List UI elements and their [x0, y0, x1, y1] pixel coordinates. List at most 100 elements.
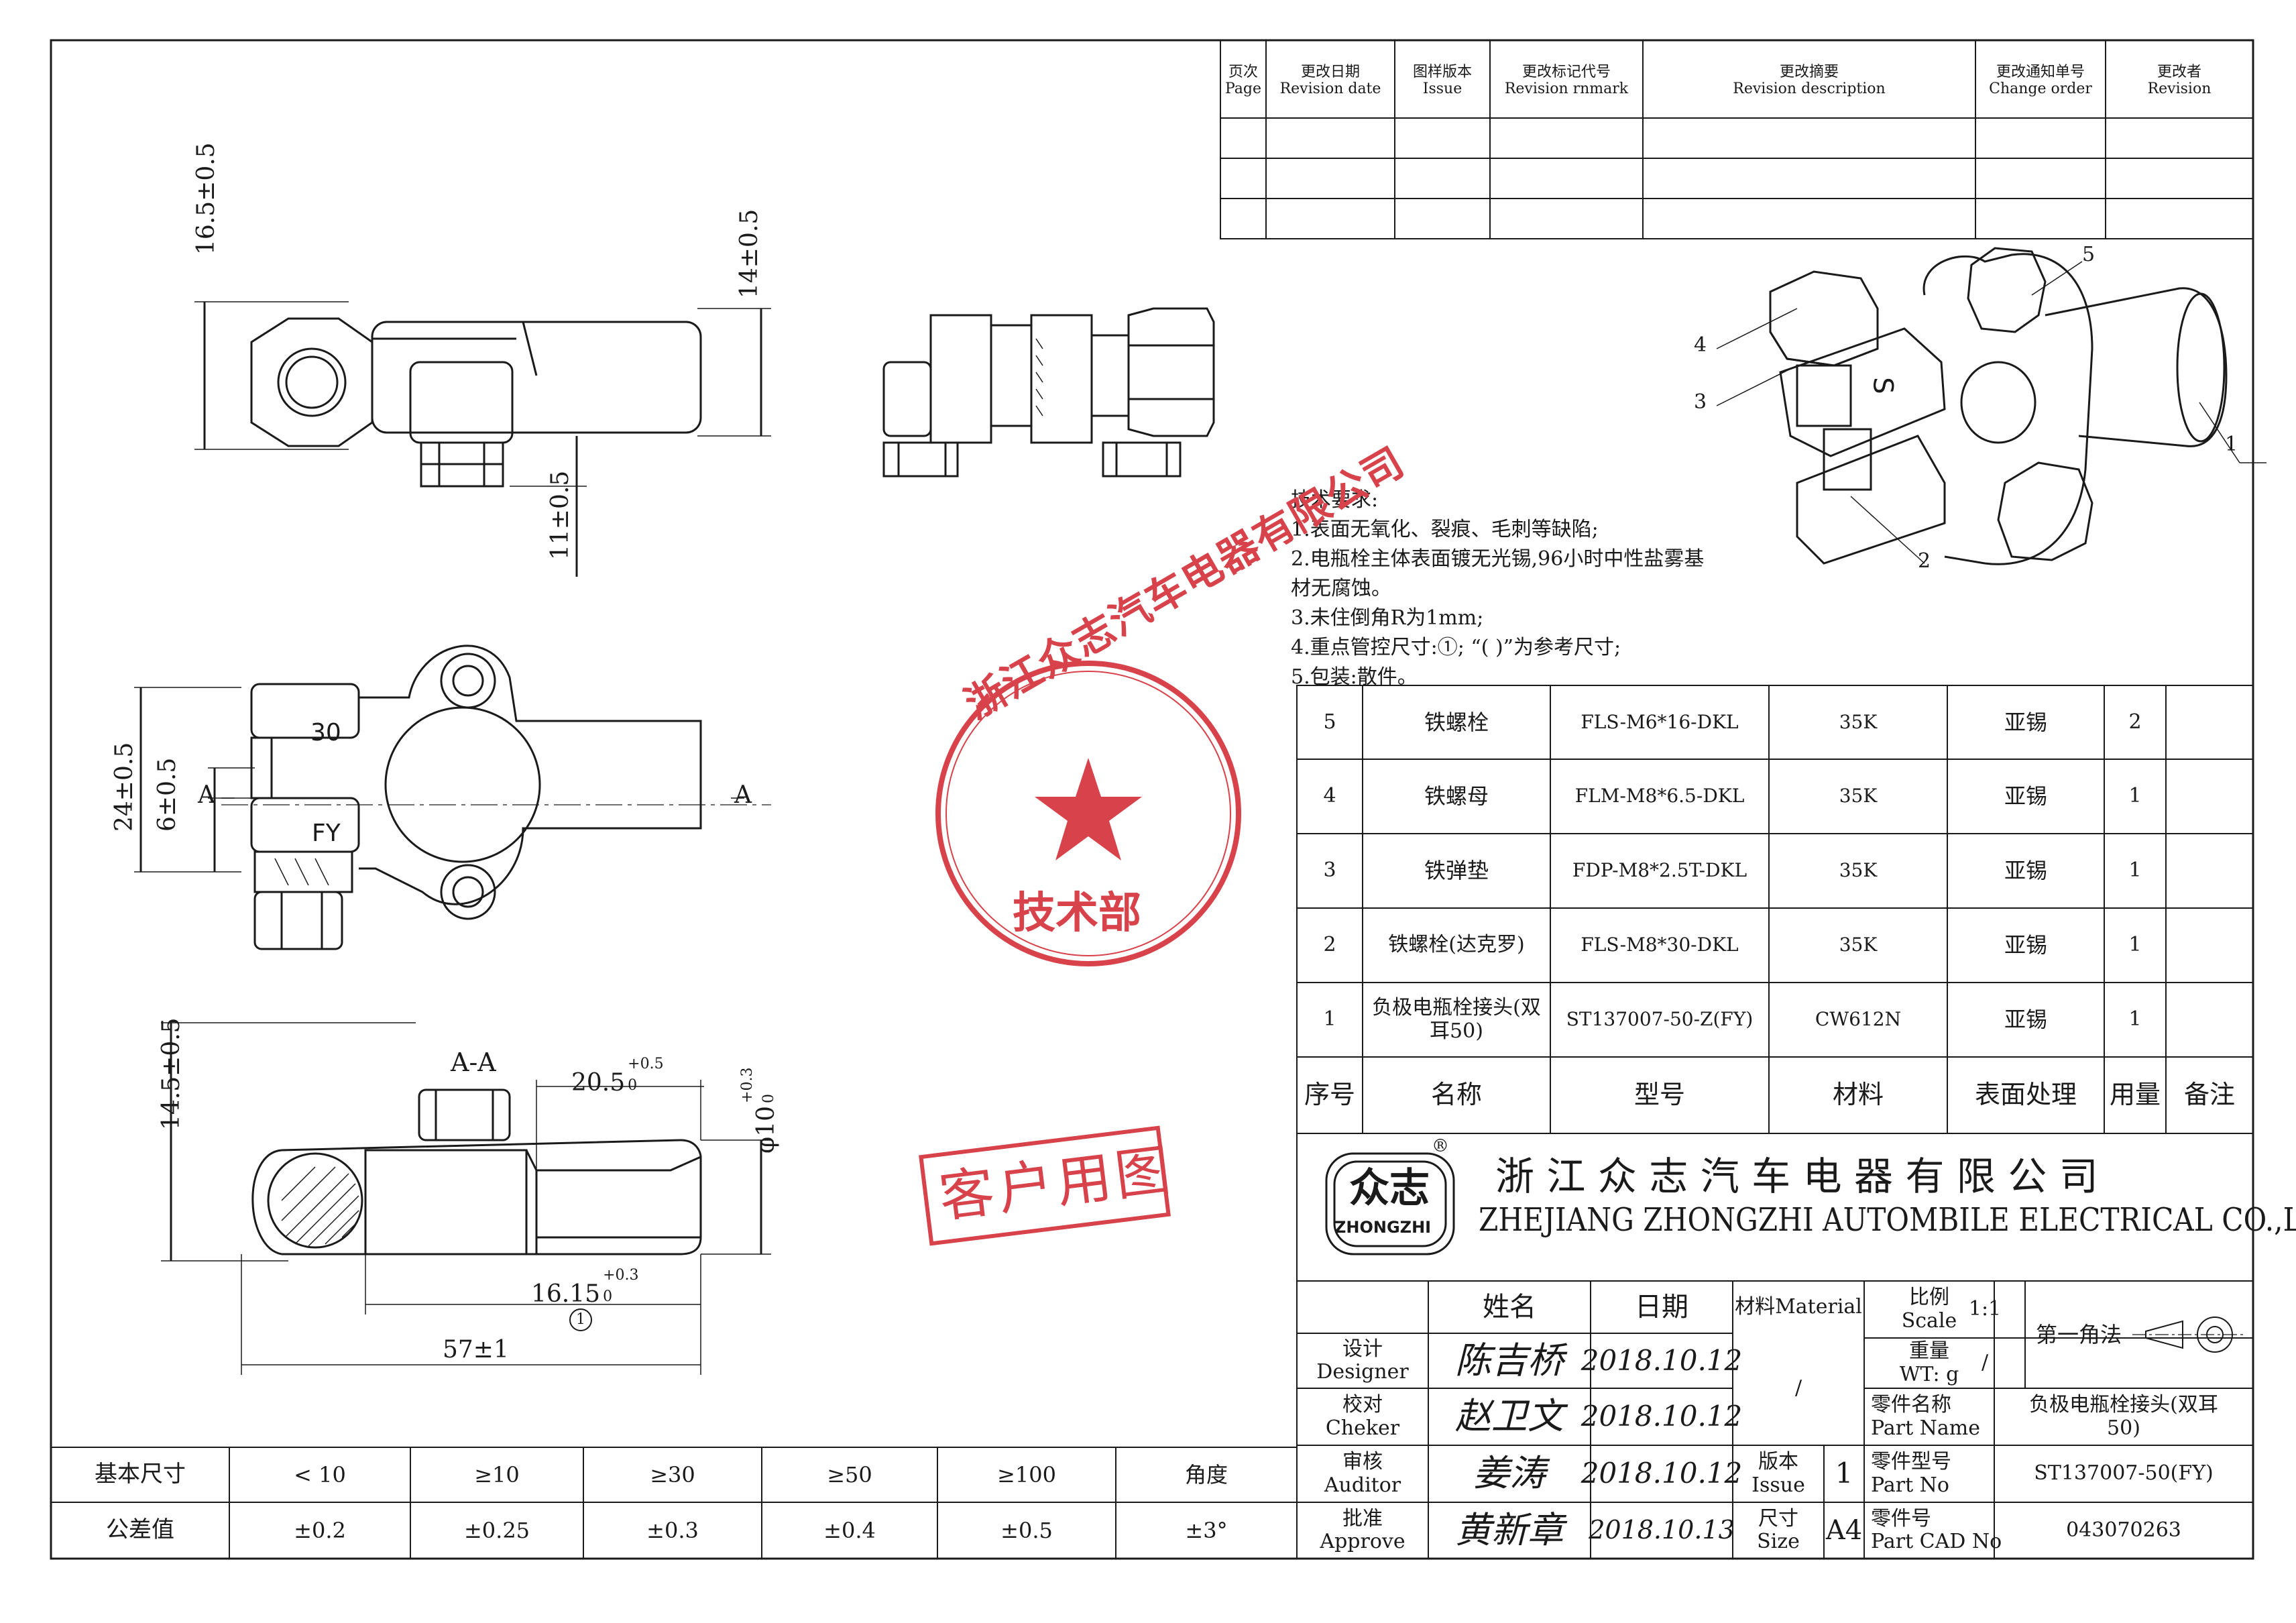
label-cn: 设计	[1342, 1337, 1383, 1361]
stamp-fy: FY	[312, 820, 341, 847]
company-name-en: ZHEJIANG ZHONGZHI AUTOMBILE ELECTRICAL C…	[1479, 1201, 2296, 1239]
material-label: 材料Material	[1735, 1294, 1862, 1319]
label-en: Auditor	[1324, 1473, 1401, 1497]
material-value: /	[1794, 1376, 1802, 1400]
bom-cell-no: 5	[1323, 710, 1336, 734]
rev-header-cn: 更改通知单号	[1996, 63, 2085, 80]
label-cn: 零件型号	[1871, 1450, 1951, 1473]
bom-cell-no: 2	[1323, 933, 1336, 957]
callout-4: 4	[1694, 333, 1707, 357]
tolerance-size: 角度	[1184, 1461, 1228, 1488]
dim-16-5: 16.5±0.5	[192, 142, 220, 255]
tolerance-value: ±0.4	[823, 1517, 876, 1543]
rev-header-cn: 更改标记代号	[1522, 63, 1611, 80]
label-cn: 重量	[1909, 1339, 1949, 1363]
approve-date: 2018.10.13	[1589, 1515, 1735, 1545]
bom-cell-material: CW612N	[1815, 1008, 1902, 1031]
tolerance-row1-label: 基本尺寸	[95, 1461, 186, 1488]
designer-date: 2018.10.12	[1581, 1343, 1743, 1377]
label-cn: 比例	[1909, 1286, 1949, 1309]
label-en: Designer	[1316, 1360, 1409, 1384]
bom-cell-note	[2166, 983, 2253, 1057]
label-en: WT: g	[1899, 1362, 1959, 1386]
bom-cell-model: FLS-M8*30-DKL	[1581, 934, 1739, 956]
tolerance-row2-label: 公差值	[106, 1516, 174, 1544]
stamp-s: S	[1867, 377, 1898, 394]
size-value: A4	[1825, 1515, 1863, 1546]
checker-name: 赵卫文	[1455, 1395, 1564, 1438]
tech-requirement-item: 3.未住倒角R为1mm;	[1291, 606, 1484, 630]
tolerance-value: ±0.5	[1000, 1517, 1053, 1543]
bom-cell-surface: 亚锡	[2004, 709, 2047, 735]
tech-requirement-item: 材无腐蚀。	[1291, 577, 1391, 600]
company-registered-mark: ®	[1432, 1136, 1449, 1156]
bom-cell-material: 35K	[1839, 859, 1878, 882]
label-en: Size	[1757, 1530, 1800, 1553]
rev-header-cn: 更改摘要	[1779, 63, 1839, 80]
bom-header-material: 材料	[1832, 1080, 1884, 1110]
rev-header-en: Revision description	[1733, 80, 1886, 97]
tolerance-value: ±0.3	[646, 1517, 699, 1543]
bom-header-qty: 用量	[2109, 1080, 2161, 1110]
bom-cell-name: 铁螺栓	[1424, 709, 1489, 735]
section-mark-left: A	[198, 781, 215, 809]
section-label: A-A	[451, 1048, 496, 1077]
rev-header-cn: 更改者	[2157, 63, 2201, 80]
label-cn: 校对	[1342, 1393, 1383, 1416]
tolerance-size: ≥10	[474, 1461, 520, 1488]
bom-header-note: 备注	[2183, 1080, 2235, 1110]
approve-name: 黄新章	[1455, 1508, 1564, 1551]
bom-cell-material: 35K	[1839, 710, 1878, 733]
designer-name: 陈吉桥	[1455, 1339, 1564, 1382]
company-logo-cn: 众志	[1349, 1165, 1430, 1212]
label-cn: 批准	[1342, 1506, 1383, 1530]
tech-requirements-title: 技术要求:	[1291, 488, 1379, 512]
bom-cell-material: 35K	[1839, 785, 1878, 807]
auditor-date: 2018.10.12	[1581, 1457, 1743, 1490]
bom-header-model: 型号	[1633, 1080, 1685, 1110]
auditor-name: 姜涛	[1473, 1452, 1546, 1495]
bom-cell-no: 3	[1323, 858, 1336, 883]
dim-main: 20.5	[571, 1069, 626, 1097]
bom-header-no: 序号	[1304, 1080, 1355, 1110]
dim-14-5: 14.5±0.5	[158, 1017, 185, 1130]
company-name-cn: 浙 江 众 志 汽 车 电 器 有 限 公 司	[1495, 1154, 2098, 1199]
bom-cell-name: 铁弹垫	[1424, 858, 1489, 884]
rev-header-en: Revision rnmark	[1504, 80, 1629, 97]
dim-main: 16.15	[531, 1280, 601, 1308]
bom-cell-qty: 1	[2128, 858, 2142, 883]
dim-11: 11±0.5	[547, 470, 574, 560]
bom-cell-model: ST137007-50-Z(FY)	[1566, 1008, 1754, 1031]
bom-header-surface: 表面处理	[1974, 1080, 2077, 1110]
callout-5: 5	[2082, 243, 2096, 266]
dim-tol-low: 0	[628, 1077, 638, 1094]
rev-header-en: Issue	[1422, 80, 1462, 97]
bom-cell-note	[2166, 759, 2253, 834]
rev-header-cn: 页次	[1228, 63, 1258, 80]
weight-value: /	[1981, 1351, 1989, 1375]
projection-label: 第一角法	[2035, 1321, 2122, 1347]
bom-cell-surface: 亚锡	[2004, 858, 2047, 884]
dim-tol-low: 0	[760, 1093, 777, 1103]
dim-tol-up: +0.3	[739, 1067, 756, 1103]
label-en: Part CAD No	[1871, 1530, 2002, 1553]
label-cn: 审核	[1342, 1450, 1383, 1473]
rev-header-en: Revision date	[1279, 80, 1381, 97]
label-cn: 尺寸	[1758, 1506, 1798, 1530]
scale-value: 1:1	[1968, 1297, 2002, 1321]
bom-cell-qty: 1	[2128, 1007, 2142, 1031]
tech-requirement-item: 1.表面无氧化、裂痕、毛刺等缺陷;	[1291, 518, 1599, 541]
callout-3: 3	[1694, 390, 1707, 414]
